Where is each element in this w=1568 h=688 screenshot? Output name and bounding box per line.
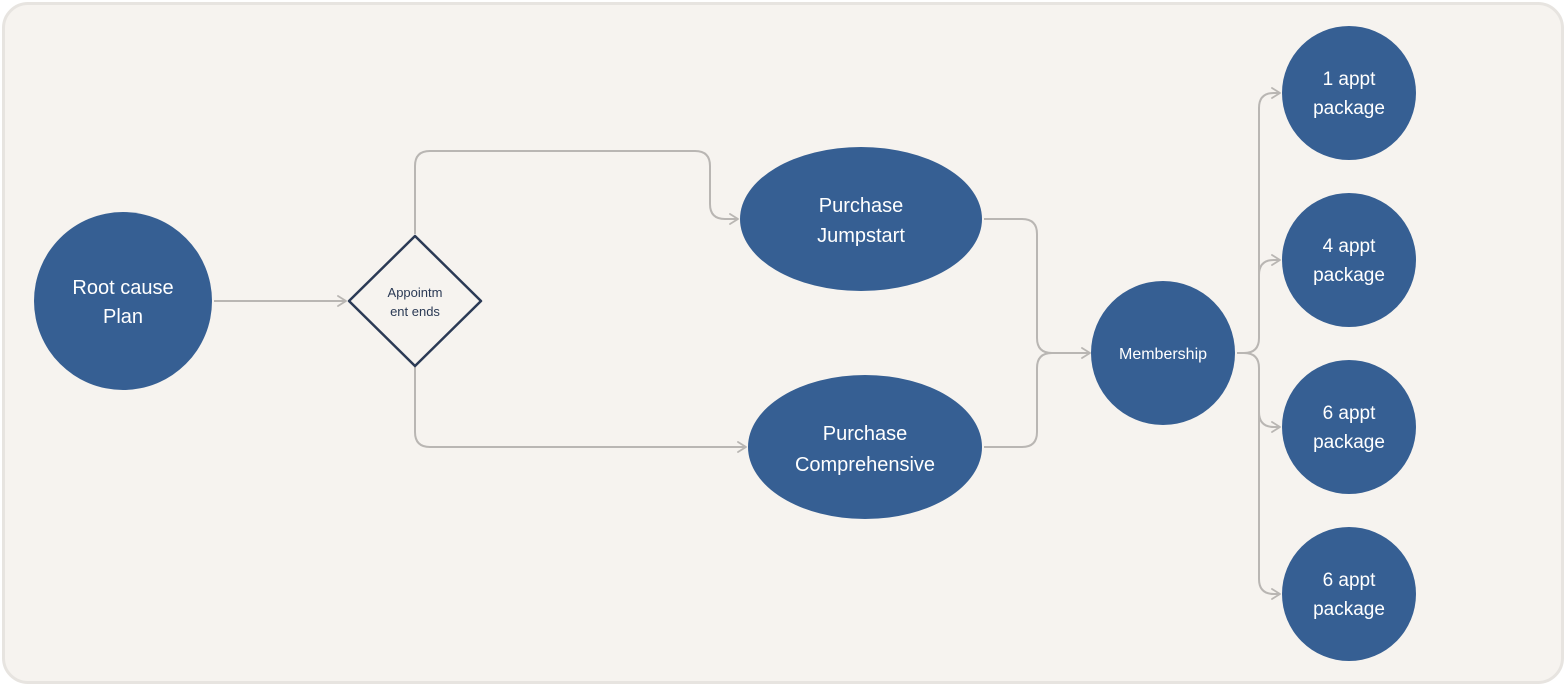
package-6b-shape [1282,527,1416,661]
node-purchase-jumpstart[interactable]: Purchase Jumpstart [740,147,982,291]
decision-diamond-shape [347,234,483,368]
package-4-label-line1: 4 appt [1323,236,1377,257]
package-1-label-line2: package [1313,98,1385,119]
connector-membership-to-package-6b [1258,412,1281,600]
connector-jumpstart-to-membership [984,218,1091,359]
connector-comprehensive-to-membership [984,352,1053,448]
membership-label: Membership [1119,346,1207,363]
node-root-cause-plan[interactable]: Root cause Plan [34,212,212,390]
appointment-ends-label-line2: ent ends [390,304,440,319]
node-membership[interactable]: Membership [1091,281,1235,425]
connectors [214,87,1281,600]
package-6b-label-line2: package [1313,599,1385,620]
purchase-jumpstart-label-line1: Purchase [819,195,904,217]
node-package-6a[interactable]: 6 appt package [1282,360,1416,494]
appointment-ends-label-line1: Appointm [388,285,443,300]
package-6b-label-line1: 6 appt [1323,570,1377,591]
purchase-comprehensive-label-line1: Purchase [823,423,908,445]
purchase-jumpstart-shape [740,147,982,291]
package-1-shape [1282,26,1416,160]
package-4-label-line2: package [1313,265,1385,286]
package-4-shape [1282,193,1416,327]
purchase-comprehensive-label-line2: Comprehensive [795,454,935,476]
connector-decision-to-jumpstart [414,150,739,234]
connector-membership-to-package-6a [1243,352,1281,433]
purchase-jumpstart-label-line2: Jumpstart [817,225,905,247]
root-cause-plan-label-line1: Root cause [72,277,173,299]
package-6a-shape [1282,360,1416,494]
root-cause-plan-shape [34,212,212,390]
node-appointment-ends-decision[interactable]: Appointm ent ends [347,234,483,368]
node-purchase-comprehensive[interactable]: Purchase Comprehensive [748,375,982,519]
package-1-label-line1: 1 appt [1323,69,1377,90]
node-package-4[interactable]: 4 appt package [1282,193,1416,327]
package-6a-label-line1: 6 appt [1323,403,1377,424]
package-6a-label-line2: package [1313,432,1385,453]
connector-decision-to-comprehensive [414,352,747,453]
root-cause-plan-label-line2: Plan [103,306,143,328]
connector-membership-to-package-4 [1258,254,1281,276]
node-package-6b[interactable]: 6 appt package [1282,527,1416,661]
connector-membership-to-package-1 [1237,87,1281,354]
membership-shape [1091,281,1235,425]
purchase-comprehensive-shape [748,375,982,519]
node-package-1[interactable]: 1 appt package [1282,26,1416,160]
